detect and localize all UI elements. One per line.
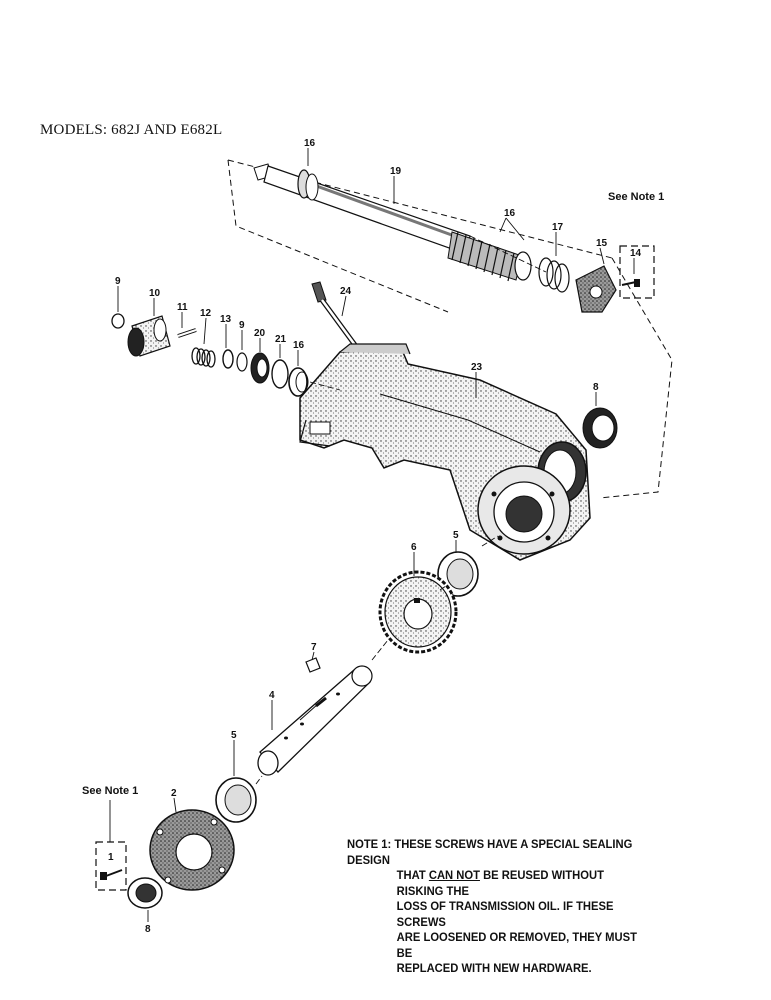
bearing-8-upper: [582, 407, 618, 449]
label-13: 13: [220, 314, 232, 325]
label-21: 21: [275, 334, 287, 345]
note-line-2-post: BE REUSED WITHOUT RISKING THE: [396, 868, 604, 898]
label-10: 10: [149, 288, 161, 299]
note-line-4: ARE LOOSENED OR REMOVED, THEY MUST BE: [396, 930, 637, 960]
screw-1: [95, 841, 127, 891]
seal-8-lower: [127, 877, 163, 909]
label-7: 7: [311, 642, 317, 653]
spring-17: [538, 257, 570, 293]
label-5-upper: 5: [453, 530, 459, 541]
label-16-top: 16: [304, 138, 316, 149]
bearing-cup-16: [288, 367, 309, 397]
note-line-2: THAT CAN NOT BE REUSED WITHOUT RISKING T…: [347, 868, 651, 899]
spur-gear-6: [378, 570, 458, 654]
retaining-ring-9: [111, 313, 125, 329]
leader-lines: [109, 148, 635, 922]
pin-11: [177, 328, 197, 338]
ring-21: [271, 359, 289, 389]
note-1-text: NOTE 1: THESE SCREWS HAVE A SPECIAL SEAL…: [347, 837, 651, 977]
bearing-5-lower: [215, 777, 257, 823]
label-4: 4: [269, 690, 275, 701]
label-1: 1: [108, 852, 114, 863]
part-labels: 16 19 16 17 15 14 9 10 11 12 13 9 20 21 …: [82, 138, 664, 935]
output-shaft-4: [257, 665, 373, 776]
ring-9-small: [236, 352, 248, 372]
label-16-mid: 16: [504, 208, 516, 219]
label-5-lower: 5: [231, 730, 237, 741]
note-prefix: NOTE 1:: [347, 837, 392, 851]
bearing-20: [250, 352, 270, 384]
note-line-2-pre: THAT: [396, 868, 429, 882]
label-24: 24: [340, 286, 352, 297]
washer-13: [222, 349, 234, 369]
label-17: 17: [552, 222, 564, 233]
label-14: 14: [630, 248, 642, 259]
spring-12: [191, 347, 216, 368]
label-16-left: 16: [293, 340, 305, 351]
label-23: 23: [471, 362, 483, 373]
screw-14: [619, 245, 655, 299]
key-7: [305, 657, 321, 673]
see-note-bottom: See Note 1: [82, 785, 138, 797]
note-line-3: LOSS OF TRANSMISSION OIL. IF THESE SCREW…: [396, 899, 614, 929]
label-8-upper: 8: [593, 382, 599, 393]
coupling-10: [127, 315, 171, 357]
models-heading: MODELS: 682J AND E682L: [40, 122, 223, 138]
label-9-left: 9: [115, 276, 121, 287]
worm-shaft: [253, 163, 532, 282]
gear-housing-23: [299, 343, 591, 561]
end-cover-15: [575, 265, 617, 313]
upper-assembly-dashed-outline: [227, 159, 673, 499]
end-plate-2: [149, 809, 235, 891]
label-6: 6: [411, 542, 417, 553]
worm-gear-threads: [447, 231, 523, 282]
label-20: 20: [254, 328, 266, 339]
label-8-lower: 8: [145, 924, 151, 935]
label-9-mid: 9: [239, 320, 245, 331]
label-11: 11: [177, 302, 188, 313]
bearing-5-upper: [437, 551, 479, 597]
note-line-5: REPLACED WITH NEW HARDWARE.: [396, 961, 592, 975]
see-note-top: See Note 1: [608, 191, 664, 203]
note-line-2-emphasis: CAN NOT: [428, 868, 480, 882]
label-2: 2: [171, 788, 177, 799]
label-15: 15: [596, 238, 608, 249]
label-12: 12: [200, 308, 212, 319]
note-line-1: THESE SCREWS HAVE A SPECIAL SEALING DESI…: [347, 837, 633, 867]
label-19: 19: [390, 166, 402, 177]
